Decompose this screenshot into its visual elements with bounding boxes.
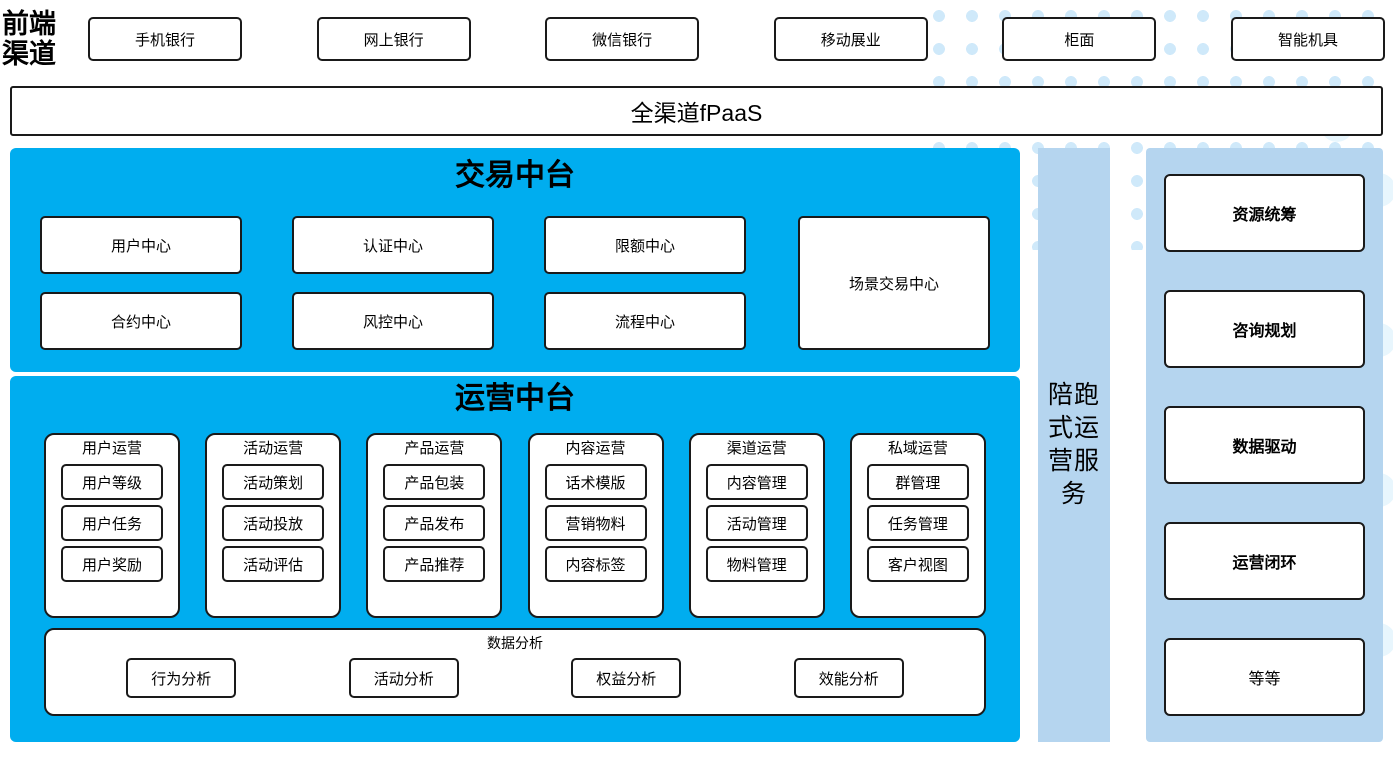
frontend-channel-label: 前端 渠道 bbox=[2, 9, 56, 69]
ops-item[interactable]: 营销物料 bbox=[544, 505, 647, 541]
ops-item[interactable]: 活动管理 bbox=[705, 505, 808, 541]
ops-item[interactable]: 产品推荐 bbox=[383, 546, 486, 582]
ops-item[interactable]: 物料管理 bbox=[705, 546, 808, 582]
omnichannel-fpaas-bar[interactable]: 全渠道fPaaS bbox=[10, 86, 1383, 136]
channel-item-mobile-bank[interactable]: 手机银行 bbox=[88, 17, 242, 61]
operations-platform-title: 运营中台 bbox=[455, 382, 575, 415]
ops-column-title: 私域运营 bbox=[887, 440, 948, 457]
frontend-channel-items: 手机银行 网上银行 微信银行 移动展业 柜面 智能机具 bbox=[88, 17, 1393, 61]
ops-item[interactable]: 用户奖励 bbox=[61, 546, 163, 582]
ops-column-title: 内容运营 bbox=[565, 440, 626, 457]
channel-item-smart-machine[interactable]: 智能机具 bbox=[1230, 17, 1385, 61]
channel-item-wechat-bank[interactable]: 微信银行 bbox=[545, 17, 700, 61]
ops-item[interactable]: 活动评估 bbox=[222, 546, 325, 582]
ops-column-channel-operations[interactable]: 渠道运营 内容管理 活动管理 物料管理 bbox=[688, 433, 825, 618]
ops-item[interactable]: 产品包装 bbox=[383, 464, 486, 500]
trade-cell-user-center[interactable]: 用户中心 bbox=[40, 216, 242, 274]
trade-platform-title: 交易中台 bbox=[455, 159, 575, 192]
trade-platform-panel: 交易中台 用户中心 认证中心 限额中心 合约中心 风控中心 流程中心 场景交易中… bbox=[10, 148, 1020, 372]
trade-platform-grid: 用户中心 认证中心 限额中心 合约中心 风控中心 流程中心 场景交易中心 bbox=[40, 216, 990, 356]
data-analysis-item-campaign[interactable]: 活动分析 bbox=[348, 658, 459, 698]
ops-item[interactable]: 任务管理 bbox=[866, 505, 969, 541]
capability-card-etc[interactable]: 等等 bbox=[1164, 638, 1365, 716]
frontend-channel-row: 前端 渠道 手机银行 网上银行 微信银行 移动展业 柜面 智能机具 bbox=[0, 0, 1393, 78]
operations-columns: 用户运营 用户等级 用户任务 用户奖励 活动运营 活动策划 活动投放 活动评估 … bbox=[44, 433, 986, 618]
ops-column-user-operations[interactable]: 用户运营 用户等级 用户任务 用户奖励 bbox=[44, 433, 180, 618]
ops-column-title: 用户运营 bbox=[81, 440, 142, 457]
ops-item[interactable]: 客户视图 bbox=[866, 546, 969, 582]
companion-operations-service-label: 陪跑 式运 营服 务 bbox=[1047, 381, 1100, 508]
ops-item[interactable]: 用户等级 bbox=[61, 464, 163, 500]
data-analysis-item-efficiency[interactable]: 效能分析 bbox=[793, 658, 904, 698]
channel-item-mobile-business[interactable]: 移动展业 bbox=[773, 17, 928, 61]
ops-column-title: 产品运营 bbox=[404, 440, 465, 457]
ops-item[interactable]: 内容标签 bbox=[544, 546, 647, 582]
ops-item[interactable]: 内容管理 bbox=[705, 464, 808, 500]
trade-cell-contract-center[interactable]: 合约中心 bbox=[40, 292, 242, 350]
ops-column-campaign-operations[interactable]: 活动运营 活动策划 活动投放 活动评估 bbox=[205, 433, 342, 618]
data-analysis-item-benefits[interactable]: 权益分析 bbox=[571, 658, 682, 698]
companion-operations-service-band: 陪跑 式运 营服 务 bbox=[1038, 148, 1110, 742]
trade-cell-scenario-trade-center[interactable]: 场景交易中心 bbox=[798, 216, 990, 350]
trade-cell-process-center[interactable]: 流程中心 bbox=[544, 292, 746, 350]
capability-card-data-driven[interactable]: 数据驱动 bbox=[1164, 406, 1365, 484]
data-analysis-strip: 数据分析 行为分析 活动分析 权益分析 效能分析 bbox=[44, 628, 986, 716]
ops-column-content-operations[interactable]: 内容运营 话术模版 营销物料 内容标签 bbox=[527, 433, 664, 618]
operations-platform-panel: 运营中台 用户运营 用户等级 用户任务 用户奖励 活动运营 活动策划 活动投放 … bbox=[10, 376, 1020, 742]
capability-panel: 资源统筹 咨询规划 数据驱动 运营闭环 等等 bbox=[1146, 148, 1383, 742]
capability-card-consulting-planning[interactable]: 咨询规划 bbox=[1164, 290, 1365, 368]
ops-column-product-operations[interactable]: 产品运营 产品包装 产品发布 产品推荐 bbox=[366, 433, 503, 618]
ops-item[interactable]: 活动策划 bbox=[222, 464, 325, 500]
ops-item[interactable]: 用户任务 bbox=[61, 505, 163, 541]
data-analysis-title: 数据分析 bbox=[487, 635, 543, 651]
ops-item[interactable]: 话术模版 bbox=[544, 464, 647, 500]
trade-cell-limit-center[interactable]: 限额中心 bbox=[544, 216, 746, 274]
data-analysis-items: 行为分析 活动分析 权益分析 效能分析 bbox=[46, 652, 984, 698]
capability-card-operations-closed-loop[interactable]: 运营闭环 bbox=[1164, 522, 1365, 600]
ops-item[interactable]: 产品发布 bbox=[383, 505, 486, 541]
ops-item[interactable]: 活动投放 bbox=[222, 505, 325, 541]
ops-item[interactable]: 群管理 bbox=[866, 464, 969, 500]
channel-item-counter[interactable]: 柜面 bbox=[1002, 17, 1157, 61]
ops-column-title: 渠道运营 bbox=[726, 440, 787, 457]
trade-cell-auth-center[interactable]: 认证中心 bbox=[292, 216, 494, 274]
ops-column-private-domain-operations[interactable]: 私域运营 群管理 任务管理 客户视图 bbox=[849, 433, 986, 618]
channel-item-online-bank[interactable]: 网上银行 bbox=[316, 17, 471, 61]
data-analysis-item-behavior[interactable]: 行为分析 bbox=[126, 658, 237, 698]
capability-card-resource-coordination[interactable]: 资源统筹 bbox=[1164, 174, 1365, 252]
trade-cell-risk-center[interactable]: 风控中心 bbox=[292, 292, 494, 350]
ops-column-title: 活动运营 bbox=[243, 440, 304, 457]
